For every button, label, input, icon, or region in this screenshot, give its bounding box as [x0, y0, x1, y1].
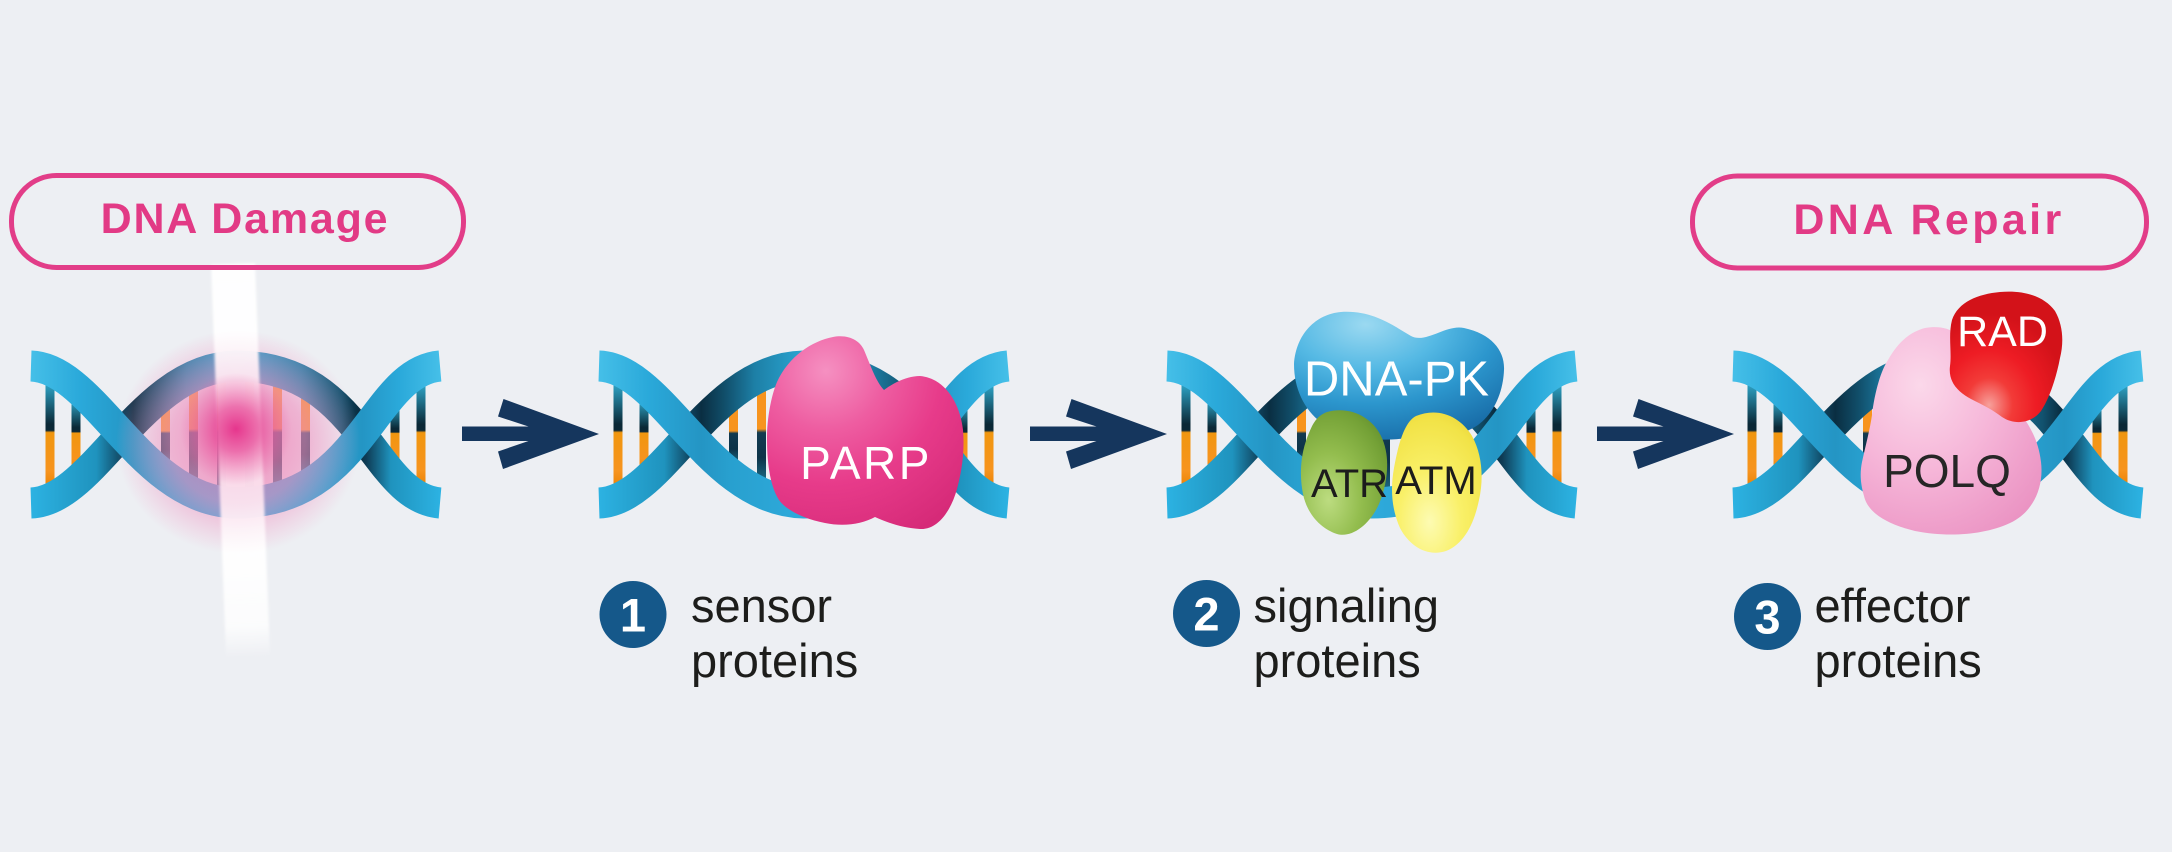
svg-text:proteins: proteins: [1815, 634, 1982, 687]
svg-text:DNA Repair: DNA Repair: [1793, 196, 2064, 244]
svg-text:3: 3: [1754, 591, 1780, 644]
svg-text:2: 2: [1193, 588, 1219, 641]
svg-text:sensor: sensor: [691, 579, 832, 632]
svg-text:effector: effector: [1815, 579, 1971, 632]
svg-text:ATR: ATR: [1311, 462, 1388, 506]
svg-text:RAD: RAD: [1957, 308, 2048, 356]
svg-text:signaling: signaling: [1254, 579, 1440, 632]
svg-text:proteins: proteins: [1254, 634, 1421, 687]
svg-text:DNA-PK: DNA-PK: [1304, 353, 1489, 407]
svg-text:DNA Damage: DNA Damage: [101, 195, 390, 243]
svg-text:1: 1: [620, 589, 646, 642]
svg-text:POLQ: POLQ: [1883, 445, 2011, 497]
svg-text:proteins: proteins: [691, 634, 858, 687]
svg-text:ATM: ATM: [1395, 459, 1476, 503]
svg-text:PARP: PARP: [800, 437, 932, 489]
